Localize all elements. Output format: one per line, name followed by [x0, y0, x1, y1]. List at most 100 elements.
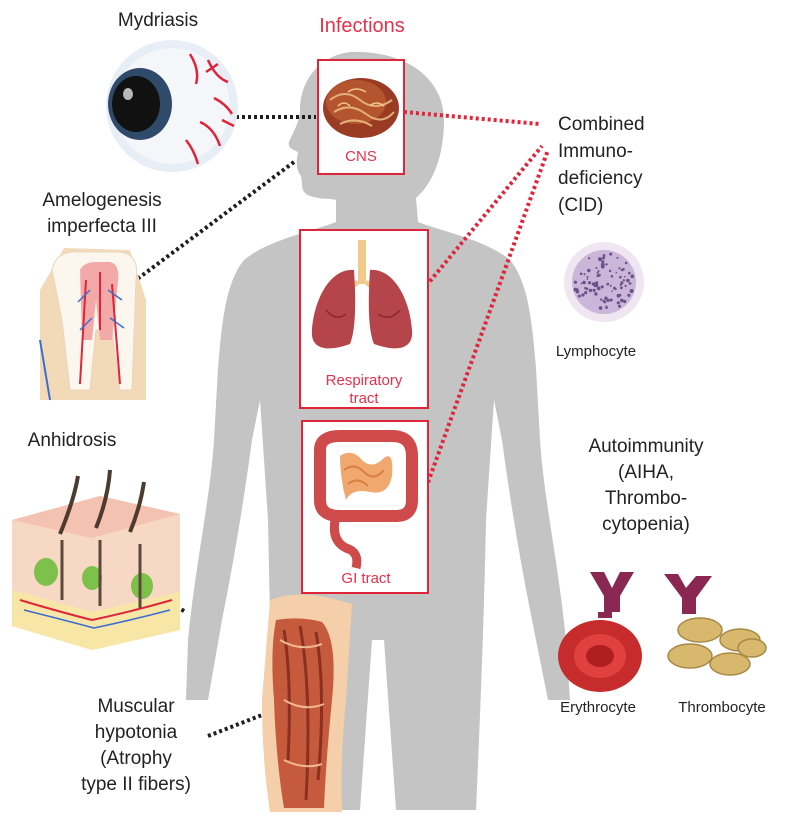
- muscular-label-line2: hypotonia: [95, 722, 178, 743]
- autoimmunity-label-line4: cytopenia): [602, 514, 690, 535]
- lymphocyte-speckle: [575, 290, 580, 294]
- connector-cns-cid: [403, 110, 541, 126]
- lymphocyte-speckle: [588, 281, 592, 285]
- intestine-icon: [314, 430, 418, 570]
- lymphocyte-speckle: [605, 263, 608, 266]
- lymphocyte-speckle: [618, 304, 621, 308]
- muscular-label-line1: Muscular: [97, 696, 175, 717]
- antibody-icon-2: [664, 574, 712, 614]
- lymphocyte-speckle: [584, 291, 588, 295]
- muscle-icon: [262, 594, 352, 812]
- lymphocyte-speckle: [628, 294, 631, 297]
- lymphocyte-speckle: [610, 275, 614, 278]
- erythrocyte-icon: [558, 620, 642, 692]
- lymphocyte-speckle: [620, 298, 624, 303]
- lymphocyte-speckle: [616, 256, 619, 259]
- lymphocyte-speckle: [605, 306, 608, 309]
- lymphocyte-speckle: [619, 275, 622, 279]
- respiratory-label-line1: Respiratory: [326, 372, 403, 389]
- cns-label: CNS: [345, 148, 377, 165]
- cid-label-line3: deficiency: [558, 168, 643, 189]
- lymphocyte-speckle: [598, 257, 603, 262]
- lymphocyte-speckle: [624, 284, 627, 288]
- lymphocyte-speckle: [608, 269, 612, 273]
- amelogenesis-label-line1: Amelogenesis: [42, 190, 161, 211]
- lymphocyte-speckle: [587, 268, 591, 273]
- connector-resp-cid: [424, 144, 544, 288]
- lymphocyte-speckle: [586, 276, 589, 278]
- infections-title: Infections: [319, 15, 405, 37]
- lymphocyte-speckle: [588, 288, 593, 293]
- lymphocyte-speckle: [581, 293, 585, 297]
- connector-amelogenesis: [126, 160, 296, 288]
- eye-icon: [106, 40, 238, 172]
- red-connectors: [403, 110, 550, 489]
- lymphocyte-speckle: [615, 271, 618, 274]
- lymphocyte-speckle: [596, 271, 599, 274]
- lungs-icon: [311, 240, 413, 349]
- lymphocyte-speckle: [602, 299, 606, 303]
- lymphocyte-speckle: [628, 282, 632, 285]
- lymphocyte-speckle: [616, 301, 620, 305]
- amelogenesis-label-line2: imperfecta III: [47, 216, 157, 237]
- lymphocyte-speckle: [579, 272, 583, 276]
- lymphocyte-speckle: [597, 270, 600, 272]
- erythrocyte-label: Erythrocyte: [560, 699, 636, 716]
- lymphocyte-speckle: [623, 299, 627, 304]
- lymphocyte-speckle: [611, 290, 613, 293]
- lymphocyte-speckle: [602, 254, 606, 257]
- autoimmunity-label-line2: (AIHA,: [618, 462, 674, 483]
- lymphocyte-speckle: [624, 275, 626, 278]
- lymphocyte-speckle: [602, 256, 606, 260]
- lymphocyte-speckle: [592, 288, 596, 292]
- lymphocyte-speckle: [598, 306, 603, 310]
- lymphocyte-speckle: [573, 280, 578, 284]
- skin-icon: [12, 469, 180, 650]
- lymphocyte-speckle: [624, 261, 628, 265]
- lymphocyte-speckle: [622, 279, 626, 282]
- lymphocyte-speckle: [601, 260, 605, 264]
- lymphocyte-speckle: [609, 284, 612, 287]
- lymphocyte-speckle: [622, 268, 625, 271]
- brain-icon: [323, 78, 399, 138]
- thrombocyte-icon: [667, 617, 767, 676]
- muscular-label-line4: type II fibers): [81, 774, 191, 795]
- lymphocyte-speckle: [630, 274, 635, 279]
- respiratory-label-line2: tract: [349, 390, 379, 407]
- lymphocyte-speckle: [614, 288, 617, 291]
- antibody-icon: [590, 572, 634, 618]
- lymphocyte-speckle: [609, 252, 613, 256]
- lymphocyte-speckle: [582, 280, 586, 285]
- mydriasis-label: Mydriasis: [118, 10, 198, 31]
- muscular-label-line3: (Atrophy: [100, 748, 172, 769]
- thrombocyte-label: Thrombocyte: [678, 699, 766, 716]
- lymphocyte-speckle: [606, 299, 608, 302]
- lymphocyte-speckle: [594, 283, 599, 287]
- anhidrosis-label: Anhidrosis: [28, 430, 117, 451]
- cid-label-line1: Combined: [558, 114, 645, 135]
- lymphocyte-speckle: [599, 298, 603, 301]
- tooth-icon: [39, 248, 146, 401]
- lymphocyte-speckle: [629, 289, 634, 293]
- lymphocyte-speckle: [600, 285, 603, 288]
- lymphocyte-speckle: [595, 267, 598, 269]
- lymphocyte-speckle: [609, 298, 613, 302]
- lymphocyte-speckle: [606, 282, 610, 286]
- lymphocyte-speckle: [618, 267, 621, 270]
- lymphocyte-speckle: [586, 278, 589, 280]
- lymphocyte-speckle: [577, 294, 581, 298]
- lymphocyte-speckle: [620, 281, 624, 285]
- cid-label-line2: Immuno-: [558, 141, 633, 162]
- lymphocyte-speckle: [594, 292, 598, 296]
- connector-muscular: [207, 706, 281, 738]
- lymphocyte-speckle: [596, 274, 599, 278]
- autoimmunity-label-line1: Autoimmunity: [588, 436, 704, 457]
- lymphocyte-speckle: [628, 271, 631, 275]
- lymphocyte-speckle: [585, 287, 589, 291]
- lymphocyte-icon: [564, 242, 644, 322]
- lymphocyte-speckle: [627, 279, 630, 282]
- lymphocyte-speckle: [583, 273, 586, 276]
- gi-label: GI tract: [341, 570, 391, 587]
- lymphocyte-speckle: [588, 257, 591, 260]
- autoimmunity-label-line3: Thrombo-: [605, 488, 687, 509]
